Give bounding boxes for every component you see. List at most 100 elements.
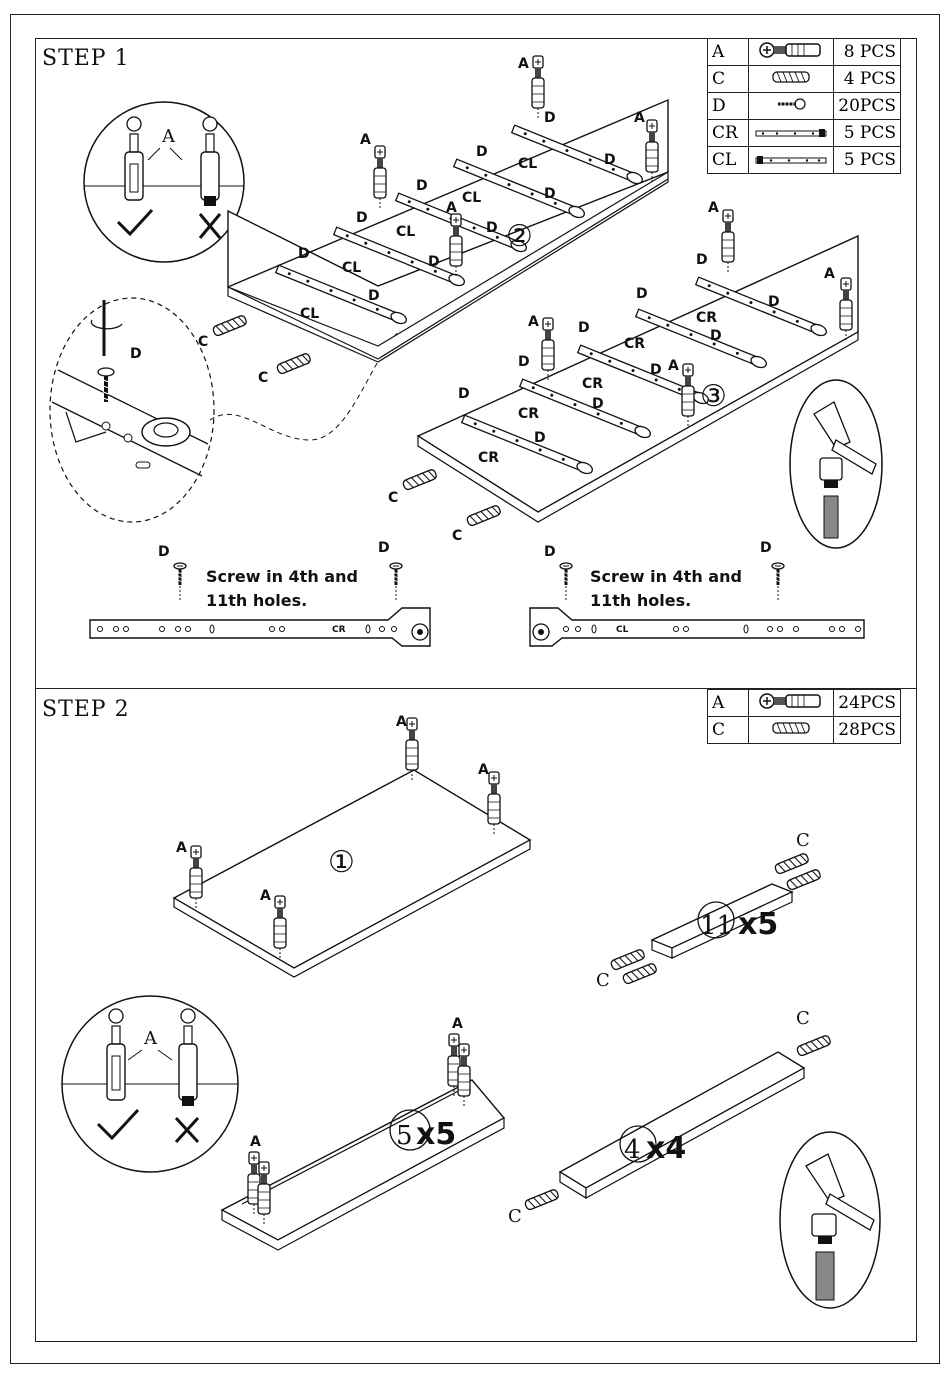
note-right-line1: Screw in 4th and <box>590 567 742 586</box>
label-a: A <box>452 1016 463 1032</box>
hammer-detail-icon <box>790 380 882 548</box>
label-a: A <box>446 200 457 216</box>
panel-number-1: ① <box>328 845 355 880</box>
label-d: D <box>636 286 648 302</box>
dowel-icon <box>774 853 809 875</box>
label-a: A <box>478 762 489 778</box>
cam-bolt-icon <box>722 210 734 274</box>
dowel-icon <box>786 869 821 891</box>
label-d: D <box>768 294 780 310</box>
label-cr: CR <box>696 310 717 326</box>
label-cl: CL <box>396 224 415 240</box>
label-a: A <box>708 200 719 216</box>
dowel-icon <box>796 1035 831 1057</box>
label-cr: CR <box>624 336 645 352</box>
label-d: D <box>696 252 708 268</box>
label-d: D <box>592 396 604 412</box>
dowel-icon <box>402 469 437 491</box>
label-d: D <box>378 540 390 556</box>
label-d: D <box>368 288 380 304</box>
label-a: A <box>824 266 835 282</box>
label-d: D <box>476 144 488 160</box>
cam-bolt-icon <box>450 214 462 278</box>
label-cl: CL <box>342 260 361 276</box>
label-d: D <box>544 544 556 560</box>
dowel-icon <box>622 963 657 985</box>
label-d: D <box>298 246 310 262</box>
note-right-line2: 11th holes. <box>590 591 691 610</box>
rail-detail-left: CR <box>90 608 430 646</box>
label-a: A <box>161 126 176 147</box>
camlock-detail-circle: A <box>84 102 244 262</box>
label-cl: CL <box>300 306 319 322</box>
label-d: D <box>458 386 470 402</box>
screw-icon <box>390 563 402 600</box>
hammer-detail-icon <box>780 1132 880 1308</box>
label-d: D <box>604 152 616 168</box>
panel-number-5: 5 <box>396 1121 413 1151</box>
multiplier-4: x4 <box>646 1131 686 1166</box>
label-a: A <box>396 714 407 730</box>
label-a: A <box>518 56 529 72</box>
dowel-icon <box>212 315 247 337</box>
label-d: D <box>518 354 530 370</box>
cam-bolt-icon <box>542 318 554 382</box>
note-left-line1: Screw in 4th and <box>206 567 358 586</box>
label-c: C <box>508 1206 522 1227</box>
label-a: A <box>250 1134 261 1150</box>
rail-label-cr: CR <box>332 625 346 635</box>
panel-11-block: 11 x5 <box>652 884 792 958</box>
panel-1: ① <box>174 770 530 977</box>
dowel-icon <box>466 505 501 527</box>
label-a: A <box>143 1028 158 1049</box>
multiplier-11: x5 <box>738 907 778 942</box>
panel-number-3: ③ <box>700 379 727 414</box>
label-a: A <box>668 358 679 374</box>
label-a: A <box>176 840 187 856</box>
dowel-icon <box>276 353 311 375</box>
rail-label-cl: CL <box>616 625 629 635</box>
screw-icon <box>772 563 784 600</box>
label-a: A <box>260 888 271 904</box>
label-d: D <box>544 186 556 202</box>
label-c: C <box>198 334 208 350</box>
label-cr: CR <box>582 376 603 392</box>
panel-number-11: 11 <box>700 911 733 941</box>
camlock-detail-circle-2: A <box>62 996 238 1172</box>
label-d: D <box>544 110 556 126</box>
panel-number-4: 4 <box>624 1135 641 1165</box>
cam-bolt-icon <box>532 56 544 120</box>
dowel-icon <box>524 1189 559 1211</box>
label-d: D <box>486 220 498 236</box>
label-a: A <box>634 110 645 126</box>
panel-4-board: 4 x4 <box>560 1052 804 1198</box>
label-d: D <box>710 328 722 344</box>
label-a: A <box>360 132 371 148</box>
label-d: D <box>534 430 546 446</box>
note-left-line2: 11th holes. <box>206 591 307 610</box>
label-d: D <box>158 544 170 560</box>
label-cl: CL <box>462 190 481 206</box>
panel-number-2: ② <box>506 219 533 254</box>
panel-2: ② <box>228 100 668 362</box>
multiplier-5: x5 <box>416 1117 456 1152</box>
dowel-icon <box>610 949 645 971</box>
label-cr: CR <box>518 406 539 422</box>
label-c: C <box>388 490 398 506</box>
label-c: C <box>596 970 610 991</box>
screw-icon <box>560 563 572 600</box>
label-c: C <box>258 370 268 386</box>
label-d: D <box>416 178 428 194</box>
label-d: D <box>130 346 142 362</box>
label-a: A <box>528 314 539 330</box>
label-d: D <box>578 320 590 336</box>
cam-bolt-icon <box>374 146 386 210</box>
screw-icon <box>174 563 186 600</box>
label-cr: CR <box>478 450 499 466</box>
label-c: C <box>796 830 810 851</box>
rail-detail-right: CL <box>530 608 864 646</box>
label-d: D <box>650 362 662 378</box>
label-c: C <box>452 528 462 544</box>
